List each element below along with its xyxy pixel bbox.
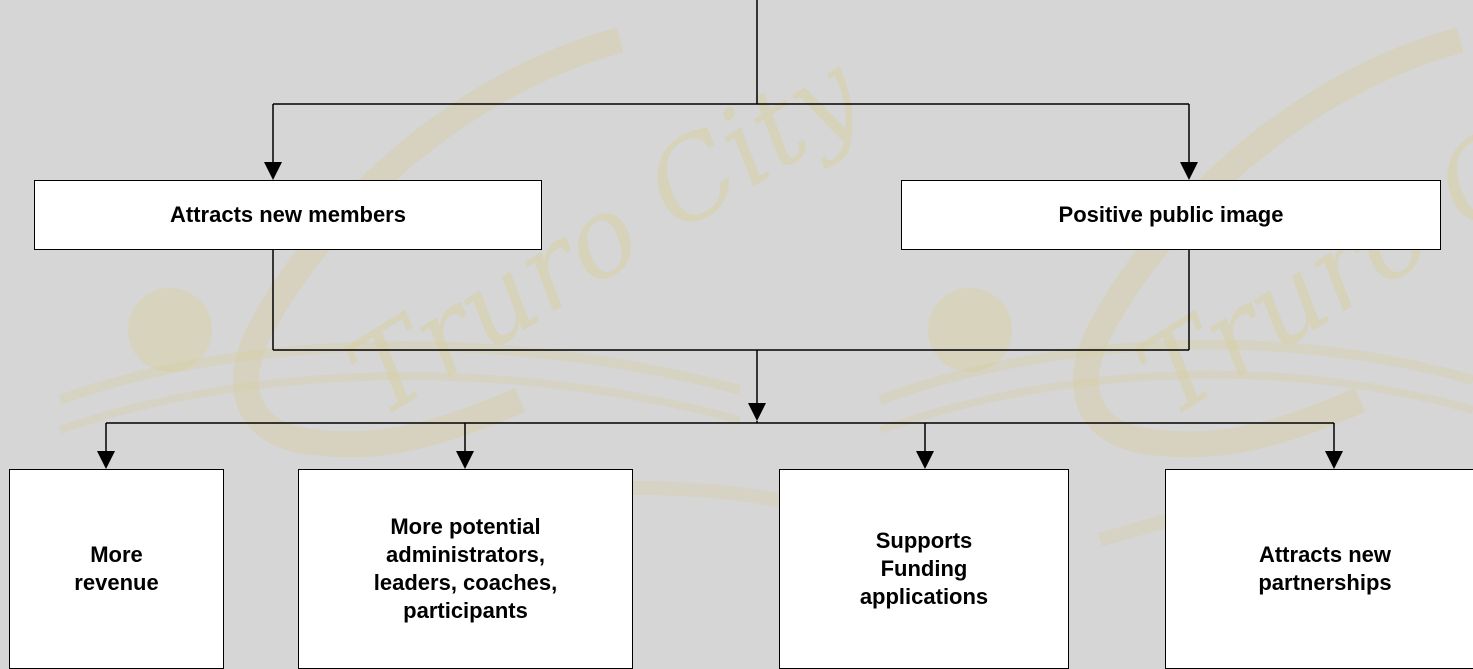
box-attracts-new-members: Attracts new members [34,180,542,250]
box-label: Attracts new members [170,202,406,227]
arrowheads [97,162,1343,469]
box-label: Positive public image [1058,202,1284,227]
arrow-down-icon [456,451,474,469]
box-positive-public-image: Positive public image [901,180,1441,250]
box-label: Supports Funding applications [859,528,989,609]
connectors [105,0,1335,452]
arrow-down-icon [97,451,115,469]
box-label: More revenue [74,542,159,595]
box-more-revenue: More revenue [9,469,224,669]
arrow-down-icon [264,162,282,180]
box-supports-funding-applications: Supports Funding applications [779,469,1069,669]
arrow-down-icon [748,403,766,421]
arrow-down-icon [1180,162,1198,180]
box-attracts-new-partnerships: Attracts new partnerships [1165,469,1473,669]
box-more-potential-administrators: More potential administrators, leaders, … [298,469,633,669]
box-label: More potential administrators, leaders, … [373,514,558,623]
box-label: Attracts new partnerships [1258,542,1392,595]
arrow-down-icon [1325,451,1343,469]
arrow-down-icon [916,451,934,469]
